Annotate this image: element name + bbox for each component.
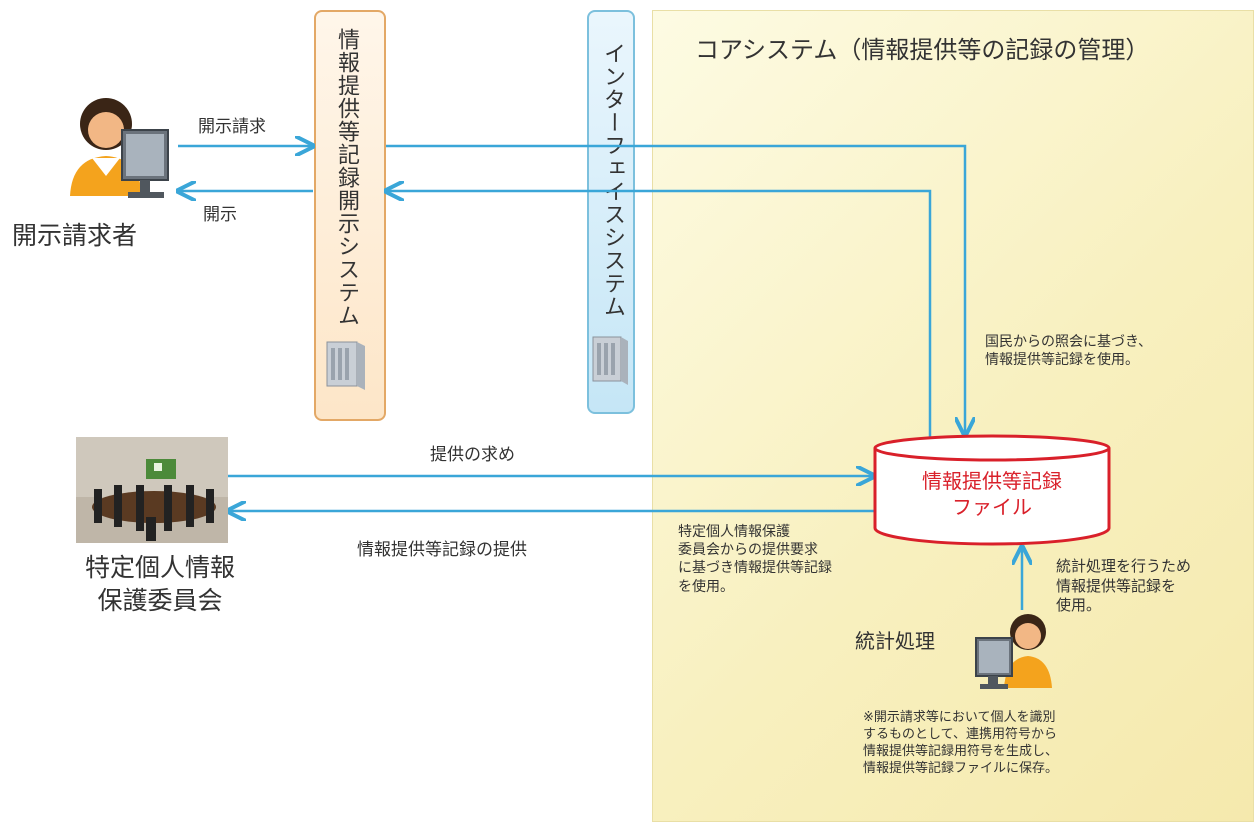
server-icon	[592, 336, 628, 385]
citizen-use-note: 国民からの照会に基づき、 情報提供等記録を使用。	[985, 334, 1153, 369]
person-at-computer-icon	[975, 614, 1052, 689]
committee-use-note: 特定個人情報保護 委員会からの提供要求 に基づき情報提供等記録 を使用。	[678, 524, 832, 595]
footnote: ※開示請求等において個人を識別 するものとして、連携用符号から 情報提供等記録用…	[863, 710, 1059, 776]
core-system-title: コアシステム（情報提供等の記録の管理）	[695, 36, 1150, 64]
from-file-arrow	[386, 191, 932, 437]
request-arrow-label: 開示請求	[198, 117, 266, 137]
interface-system-label: インターフェイスシステム	[600, 42, 625, 318]
requester-label: 開示請求者	[12, 221, 138, 250]
meeting-room-icon	[76, 437, 228, 543]
disclosure-arrow-label: 開示	[203, 205, 237, 225]
disclosure-system-label: 情報提供等記録開示システム	[334, 28, 359, 327]
server-icon	[326, 341, 365, 390]
provide-request-label: 提供の求め	[430, 445, 515, 465]
person-at-computer-icon	[70, 98, 169, 198]
to-file-arrow	[386, 144, 965, 435]
record-file-cylinder	[873, 434, 1111, 546]
committee-label: 特定個人情報 保護委員会	[84, 553, 235, 615]
statistics-label: 統計処理	[855, 629, 935, 653]
record-provide-label: 情報提供等記録の提供	[357, 540, 527, 560]
record-file-label: 情報提供等記録 ファイル	[922, 469, 1062, 519]
statistics-note: 統計処理を行うため 情報提供等記録を 使用。	[1056, 557, 1192, 614]
